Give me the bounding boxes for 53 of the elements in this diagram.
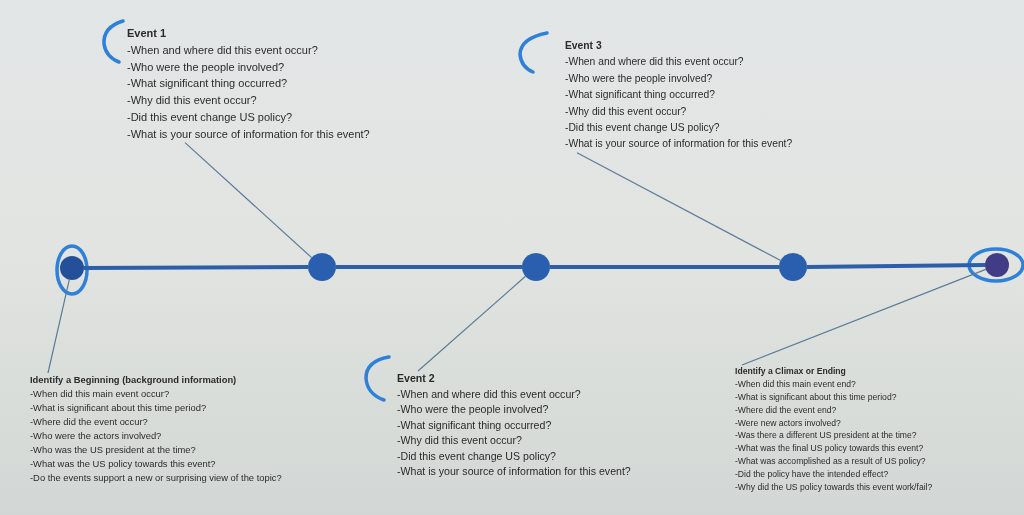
question-text: -Did this event change US policy? xyxy=(127,110,293,125)
question-text: -What is significant about this time period? xyxy=(735,390,897,404)
timeline-dot xyxy=(985,253,1009,277)
timeline-line xyxy=(336,265,522,269)
timeline-line xyxy=(806,263,986,269)
question-text: -What was the final US policy towards this event? xyxy=(735,442,924,456)
timeline-line xyxy=(84,265,308,270)
leader-line xyxy=(741,268,987,366)
question-text: -What significant thing occurred? xyxy=(565,88,715,103)
question-text: -Why did this event occur? xyxy=(127,93,257,109)
question-text: -What significant thing occurred? xyxy=(397,417,552,433)
question-text: -Who were the people involved? xyxy=(397,402,549,417)
question-text: -When did this main event occur? xyxy=(30,387,170,401)
question-text: -What significant thing occurred? xyxy=(127,76,288,92)
question-text: -Did this event change US policy? xyxy=(397,448,556,464)
heading: Event 1 xyxy=(127,26,167,41)
heading: Identify a Beginning (background information) xyxy=(30,373,237,387)
timeline-line xyxy=(550,265,779,269)
question-text: -What is significant about this time period? xyxy=(30,401,207,415)
question-text: -When and where did this event occur? xyxy=(397,386,581,402)
question-text: -Why did the US policy towards this event work/fail? xyxy=(735,481,933,494)
question-text: -Was there a different US president at the time? xyxy=(735,429,917,443)
question-text: -Who were the actors involved? xyxy=(30,429,162,443)
question-text: -Did the policy have the intended effect? xyxy=(735,468,889,481)
question-text: -What was accomplished as a result of US policy? xyxy=(735,455,926,469)
question-text: -What is your source of information for this event? xyxy=(565,137,793,152)
question-text: -What is your source of information for this event? xyxy=(127,126,370,142)
question-text: -When and where did this event occur? xyxy=(127,42,318,58)
question-text: -When and where did this event occur? xyxy=(565,55,744,70)
question-text: -When did this main event end? xyxy=(735,377,856,391)
timeline-dot xyxy=(308,253,336,281)
question-text: -Why did this event occur? xyxy=(397,433,522,448)
timeline-dot xyxy=(522,253,550,281)
question-text: -Who was the US president at the time? xyxy=(30,443,196,457)
question-text: -Do the events support a new or surprising view of the topic? xyxy=(30,471,282,485)
leader-line xyxy=(47,279,70,374)
timeline-dot xyxy=(779,253,807,281)
heading: Event 2 xyxy=(397,371,435,386)
leader-line xyxy=(576,152,782,262)
question-text: -Who were the people involved? xyxy=(565,71,713,86)
question-text: -Who were the people involved? xyxy=(127,59,285,75)
question-text: -Where did the event end? xyxy=(735,403,837,417)
question-text: -Were new actors involved? xyxy=(735,416,841,430)
leader-line xyxy=(417,275,527,372)
question-text: -What is your source of information for this event? xyxy=(397,464,631,479)
question-text: -What was the US policy towards this event? xyxy=(30,457,216,471)
question-text: -Why did this event occur? xyxy=(565,104,687,119)
heading: Identify a Climax or Ending xyxy=(735,365,846,378)
question-text: -Did this event change US policy? xyxy=(565,120,720,135)
question-text: -Where did the event occur? xyxy=(30,415,148,429)
heading: Event 3 xyxy=(565,39,602,53)
timeline-dot xyxy=(60,256,84,280)
leader-line xyxy=(184,142,313,259)
